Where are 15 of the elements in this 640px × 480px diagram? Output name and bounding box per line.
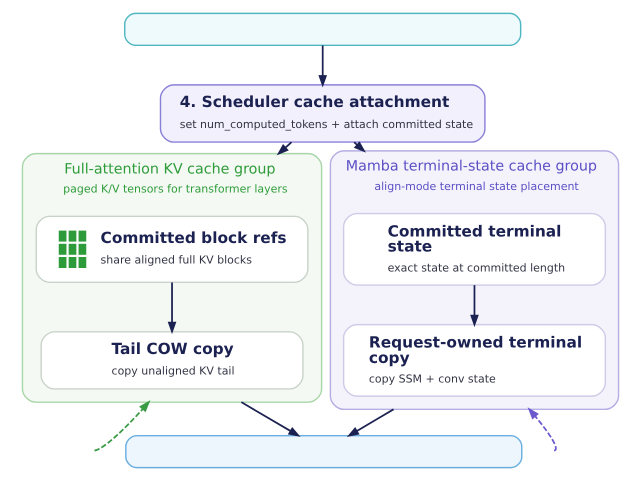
node-box [124,434,522,468]
node-box: Committed block refs share aligned full KV blocks [35,215,308,282]
node-box: Committed terminal state exact state at committed length [342,212,606,286]
arrow [346,408,394,436]
arrow [276,141,292,155]
arrow [240,400,300,436]
arrow [167,282,176,334]
node-box [124,12,521,46]
node-box: 4. Scheduler cache attachment set num_computed_tokens + attach committed state [159,84,486,142]
node-box: Tail COW copy copy unaligned KV tail [40,330,304,390]
arrow [527,406,556,451]
arrow [318,44,327,88]
node-box: Request-owned terminal copy copy SSM + conv state [342,323,606,396]
arrow [470,284,478,327]
arrow [94,400,150,451]
